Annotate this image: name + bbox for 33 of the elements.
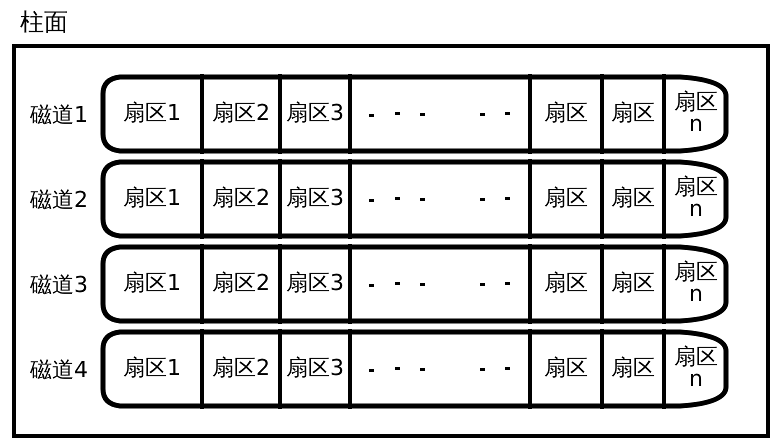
sector-cell: 扇区1: [104, 74, 200, 154]
sector-cell: 扇区1: [104, 159, 200, 239]
sector-cell: 扇区: [528, 244, 600, 324]
track-label: 磁道4: [30, 357, 88, 385]
sector-cell: 扇区n: [662, 74, 726, 154]
sector-cell: 扇区3: [278, 329, 348, 409]
sector-cell: 扇区n: [662, 329, 726, 409]
track-label: 磁道3: [30, 272, 88, 300]
sector-cell: 扇区3: [278, 74, 348, 154]
track-label: 磁道1: [30, 102, 88, 130]
frame-title: 柱面: [20, 7, 68, 38]
sector-cell: 扇区2: [200, 159, 278, 239]
sector-cell: 扇区3: [278, 244, 348, 324]
sector-cell: 扇区2: [200, 74, 278, 154]
sector-cell: 扇区: [600, 244, 662, 324]
sector-cell: 扇区: [528, 74, 600, 154]
sector-cell: 扇区2: [200, 329, 278, 409]
track-band: [30, 244, 730, 324]
track-band: [30, 74, 730, 154]
sector-cell: 扇区n: [662, 159, 726, 239]
sector-cell: 扇区: [600, 74, 662, 154]
track-band: [30, 159, 730, 239]
track-label: 磁道2: [30, 187, 88, 215]
track-band: [30, 329, 730, 409]
sector-cell: 扇区: [528, 159, 600, 239]
sector-cell: 扇区3: [278, 159, 348, 239]
sector-cell: 扇区2: [200, 244, 278, 324]
sector-cell: 扇区1: [104, 329, 200, 409]
sector-cell: 扇区: [528, 329, 600, 409]
sector-cell: 扇区: [600, 159, 662, 239]
sector-cell: 扇区n: [662, 244, 726, 324]
sector-cell: 扇区1: [104, 244, 200, 324]
sector-cell: 扇区: [600, 329, 662, 409]
